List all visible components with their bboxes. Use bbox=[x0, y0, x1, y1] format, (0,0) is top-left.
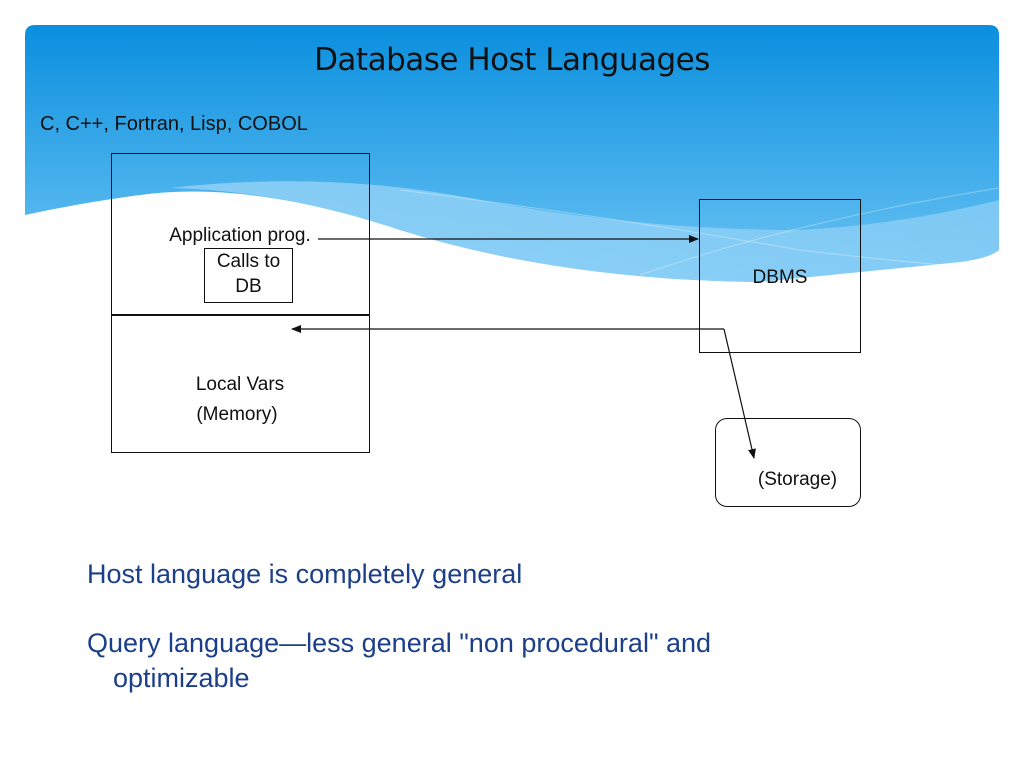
banner-wave-line bbox=[399, 189, 1000, 271]
application-box bbox=[111, 153, 370, 453]
dbms-label: DBMS bbox=[752, 267, 808, 288]
local-vars-line1: Local Vars bbox=[195, 374, 285, 395]
dbms-box bbox=[699, 199, 861, 353]
calls-to-db-line2: DB bbox=[235, 276, 262, 297]
banner-wave-line bbox=[639, 187, 1000, 276]
bullet-item-continuation: optimizable bbox=[113, 663, 250, 693]
application-divider bbox=[111, 314, 370, 316]
bullet-item: Host language is completely general bbox=[87, 559, 523, 589]
bullet-item: Query language—less general "non procedu… bbox=[87, 628, 712, 658]
application-label: Application prog. bbox=[169, 225, 311, 246]
storage-box bbox=[715, 418, 861, 507]
header-banner bbox=[25, 25, 1000, 282]
banner-background bbox=[25, 25, 999, 282]
local-vars-line2: (Memory) bbox=[196, 404, 278, 425]
storage-label: (Storage) bbox=[757, 469, 838, 490]
calls-to-db-box bbox=[204, 248, 293, 303]
slide-subtitle: C, C++, Fortran, Lisp, COBOL bbox=[40, 113, 308, 135]
slide-title: Database Host Languages bbox=[314, 42, 710, 78]
banner-light-band bbox=[170, 181, 999, 282]
calls-to-db-line1: Calls to bbox=[216, 251, 281, 272]
